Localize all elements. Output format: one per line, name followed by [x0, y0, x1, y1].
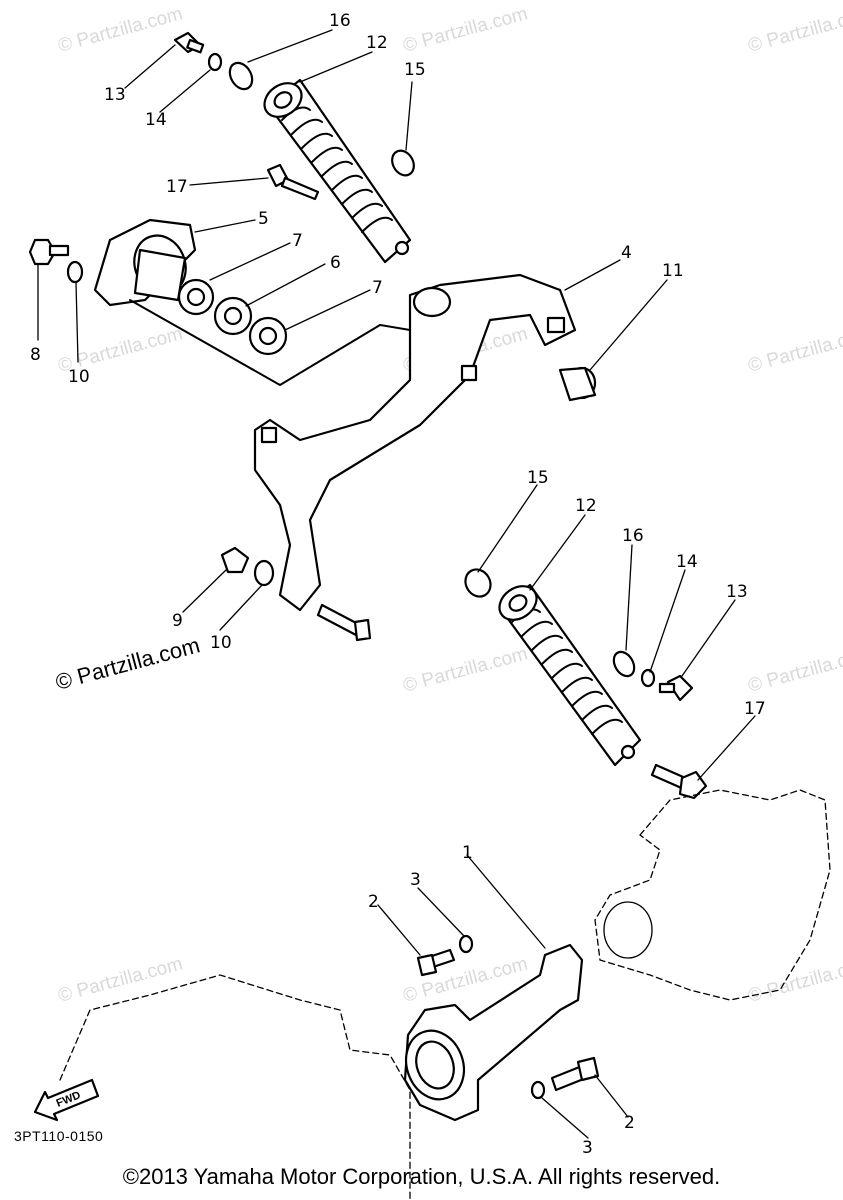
callout-17: 17: [744, 699, 766, 719]
callout-16: 16: [622, 526, 644, 546]
fasteners-bottom: [416, 934, 600, 1100]
callout-2: 2: [368, 892, 379, 912]
callout-14: 14: [145, 110, 167, 130]
callout-5: 5: [258, 209, 269, 229]
watermarks: © Partzilla.com © Partzilla.com © Partzi…: [53, 3, 843, 1006]
leader-lines: [37, 29, 756, 1139]
watermark: © Partzilla.com: [746, 323, 843, 376]
callout-15: 15: [404, 60, 426, 80]
callout-12: 12: [575, 496, 597, 516]
watermark: © Partzilla.com: [401, 3, 530, 56]
fasteners-middle: [220, 546, 372, 642]
watermark: © Partzilla.com: [56, 953, 185, 1006]
rear-arm: [129, 273, 597, 612]
rear-shock-lower: [498, 583, 642, 767]
watermark: © Partzilla.com: [746, 643, 843, 696]
copyright-notice: ©2013 Yamaha Motor Corporation, U.S.A. A…: [122, 1164, 721, 1189]
callout-7: 7: [292, 231, 303, 251]
callout-7: 7: [372, 278, 383, 298]
callout-13: 13: [726, 582, 748, 602]
callout-3: 3: [582, 1138, 593, 1158]
rear-shock-upper: [263, 78, 412, 264]
watermark-dark: © Partzilla.com: [53, 632, 203, 695]
callout-3: 3: [410, 870, 421, 890]
callout-labels: 16 12 15 13 14 17 5 7 6 7 8 10 4 11 15 1…: [30, 11, 766, 1158]
diagram-code: 3PT110-0150: [14, 1128, 104, 1144]
callout-15: 15: [527, 468, 549, 488]
fwd-arrow: FWD: [33, 1078, 100, 1122]
callout-13: 13: [104, 85, 126, 105]
callout-6: 6: [330, 253, 341, 273]
watermark: © Partzilla.com: [401, 643, 530, 696]
fasteners-upper: [28, 31, 415, 284]
callout-2: 2: [624, 1113, 635, 1133]
bracket-and-bearings: [93, 218, 288, 356]
callout-11: 11: [662, 261, 684, 281]
engine-outline: [59, 789, 831, 1200]
callout-4: 4: [621, 243, 632, 263]
joint-collar: [403, 943, 584, 1122]
callout-8: 8: [30, 345, 41, 365]
callout-9: 9: [172, 611, 183, 631]
callout-16: 16: [329, 11, 351, 31]
callout-1: 1: [462, 843, 473, 863]
watermark: © Partzilla.com: [746, 953, 843, 1006]
callout-14: 14: [676, 552, 698, 572]
watermark: © Partzilla.com: [746, 3, 843, 56]
callout-12: 12: [366, 33, 388, 53]
callout-10: 10: [68, 367, 90, 387]
callout-17: 17: [166, 177, 188, 197]
watermark: © Partzilla.com: [56, 3, 185, 56]
callout-10: 10: [210, 633, 232, 653]
